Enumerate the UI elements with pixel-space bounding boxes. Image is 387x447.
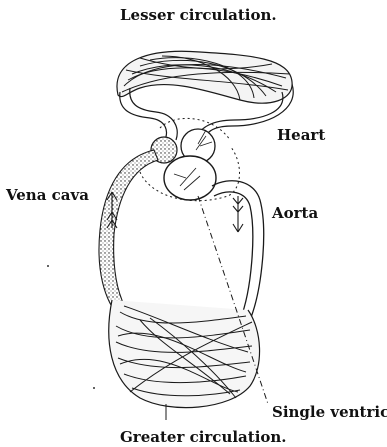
heart-label: Heart	[277, 128, 325, 143]
pulmonary-vessel	[120, 88, 177, 142]
single-ventricle-chamber	[164, 156, 216, 200]
aorta-label: Aorta	[272, 206, 318, 221]
aorta-arrow	[233, 196, 243, 232]
vena-cava-vessel	[99, 150, 158, 318]
greater-capillary-network	[109, 300, 260, 408]
single-ventricle-label: Single ventricle	[272, 405, 387, 420]
lesser-circulation-label: Lesser circulation.	[120, 8, 277, 23]
vena-cava-label: Vena cava	[6, 188, 89, 203]
greater-circulation-label: Greater circulation.	[120, 430, 287, 445]
lesser-capillary-network	[117, 51, 292, 103]
